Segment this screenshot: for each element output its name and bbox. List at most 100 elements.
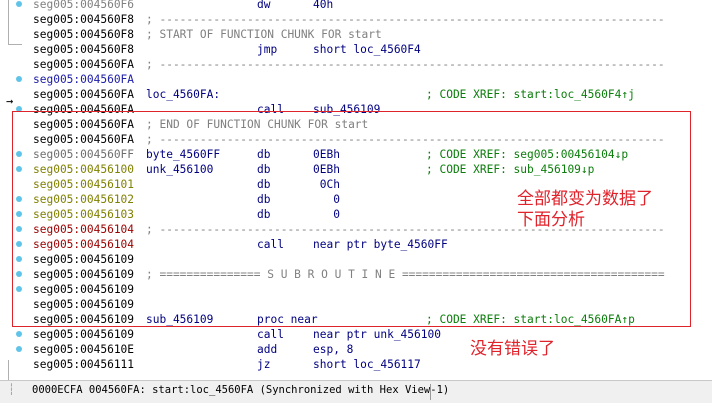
instruction-operands[interactable]: 40h	[313, 0, 334, 11]
instruction-mnemonic[interactable]: db	[257, 148, 271, 161]
line-address[interactable]: seg005:00456104	[33, 238, 135, 251]
breakpoint-dot-icon[interactable]	[16, 331, 22, 337]
instruction-mnemonic[interactable]: call	[257, 238, 284, 251]
breakpoint-dot-icon[interactable]	[16, 166, 22, 172]
instruction-mnemonic[interactable]: jz	[257, 358, 271, 371]
line-address[interactable]: seg005:00456102	[33, 193, 135, 206]
instruction-operands[interactable]: 0	[313, 193, 340, 206]
instruction-mnemonic[interactable]: db	[257, 163, 271, 176]
instruction-mnemonic[interactable]: jmp	[257, 43, 278, 56]
listing-line[interactable]: seg005:00456100 unk_456100 db 0EBh ; CODE XR…	[0, 162, 712, 177]
line-address[interactable]: seg005:004560FA	[33, 133, 135, 146]
listing-line[interactable]: seg005:004560F6 dw 40h	[0, 0, 712, 12]
line-address[interactable]: seg005:004560F6	[33, 0, 135, 11]
instruction-mnemonic[interactable]: dw	[257, 0, 271, 11]
line-address[interactable]: seg005:00456109	[33, 253, 135, 266]
breakpoint-dot-icon[interactable]	[16, 271, 22, 277]
listing-line[interactable]: seg005:00456109 sub_456109 proc near ; CODE…	[0, 312, 712, 327]
code-label[interactable]: loc_4560FA:	[146, 88, 221, 101]
listing-line[interactable]: seg005:00456101 db 0Ch	[0, 177, 712, 192]
separator-comment: ; --------------------------------------…	[146, 133, 665, 146]
listing-line[interactable]: seg005:0045610E add esp, 8	[0, 342, 712, 357]
instruction-operands[interactable]: 0EBh	[313, 163, 340, 176]
line-address[interactable]: seg005:00456104	[33, 223, 135, 236]
listing-line[interactable]: seg005:00456111 jz short loc_456117	[0, 357, 712, 372]
instruction-mnemonic[interactable]: add	[257, 343, 278, 356]
breakpoint-dot-icon[interactable]	[16, 196, 22, 202]
listing-line[interactable]: seg005:004560FA ; -----------------------…	[0, 132, 712, 147]
listing-gutter[interactable]: →	[0, 0, 30, 380]
listing-line[interactable]: seg005:004560FA call sub_456109	[0, 102, 712, 117]
line-address[interactable]: seg005:004560FF	[33, 148, 135, 161]
line-address[interactable]: seg005:00456100	[33, 163, 135, 176]
breakpoint-dot-icon[interactable]	[16, 211, 22, 217]
xref-comment[interactable]: ; CODE XREF: seg005:00456104↓p	[426, 148, 629, 161]
line-address[interactable]: seg005:00456111	[33, 358, 135, 371]
instruction-operands[interactable]: 0Ch	[313, 178, 340, 191]
breakpoint-dot-icon[interactable]	[16, 241, 22, 247]
line-address[interactable]: seg005:004560FA	[33, 58, 135, 71]
listing-line[interactable]: seg005:00456104; -----------------------…	[0, 222, 712, 237]
instruction-operands[interactable]: esp, 8	[313, 343, 354, 356]
listing-line[interactable]: seg005:00456102 db 0	[0, 192, 712, 207]
listing-line[interactable]: seg005:004560FF byte_4560FF db 0EBh ; CODE X…	[0, 147, 712, 162]
listing-line[interactable]: seg005:004560FA loc_4560FA: ; CODE XREF: s…	[0, 87, 712, 102]
code-label[interactable]: unk_456100	[146, 163, 214, 176]
line-address[interactable]: seg005:00456103	[33, 208, 135, 221]
line-address[interactable]: seg005:0045610E	[33, 343, 135, 356]
line-address[interactable]: seg005:00456109	[33, 328, 135, 341]
listing-line[interactable]: seg005:004560FA	[0, 72, 712, 87]
instruction-mnemonic[interactable]: proc near	[257, 313, 318, 326]
listing-line[interactable]: seg005:004560FA; -----------------------…	[0, 57, 712, 72]
line-address[interactable]: seg005:00456109	[33, 298, 135, 311]
line-address[interactable]: seg005:004560F8	[33, 28, 135, 41]
instruction-mnemonic[interactable]: db	[257, 208, 271, 221]
code-label[interactable]: sub_456109	[146, 313, 214, 326]
line-address[interactable]: seg005:00456109	[33, 268, 135, 281]
instruction-operands[interactable]: 0	[313, 208, 340, 221]
breakpoint-dot-icon[interactable]	[16, 106, 22, 112]
line-address[interactable]: seg005:004560F8	[33, 13, 135, 26]
listing-line[interactable]: seg005:004560F8; START OF FUNCTION CHUNK…	[0, 27, 712, 42]
instruction-operands[interactable]: sub_456109	[313, 103, 381, 116]
listing-line[interactable]: seg005:00456109; =============== S U B R…	[0, 267, 712, 282]
listing-line[interactable]: seg005:004560F8 jmp short loc_4560F4	[0, 42, 712, 57]
code-label[interactable]: byte_4560FF	[146, 148, 221, 161]
instruction-mnemonic[interactable]: db	[257, 178, 271, 191]
listing-line[interactable]: seg005:004560FA; END OF FUNCTION CHUNK F…	[0, 117, 712, 132]
xref-comment[interactable]: ; CODE XREF: start:loc_4560F4↑j	[426, 88, 635, 101]
breakpoint-dot-icon[interactable]	[16, 256, 22, 262]
instruction-operands[interactable]: near ptr byte_4560FF	[313, 238, 448, 251]
line-address[interactable]: seg005:004560FA	[33, 118, 135, 131]
line-address[interactable]: seg005:004560FA	[33, 73, 135, 86]
line-address[interactable]: seg005:004560FA	[33, 88, 135, 101]
line-address[interactable]: seg005:00456101	[33, 178, 135, 191]
instruction-operands[interactable]: short loc_456117	[313, 358, 421, 371]
breakpoint-dot-icon[interactable]	[16, 151, 22, 157]
breakpoint-dot-icon[interactable]	[16, 286, 22, 292]
instruction-mnemonic[interactable]: call	[257, 328, 284, 341]
listing-line[interactable]: seg005:00456109 call near ptr unk_456100	[0, 327, 712, 342]
line-address[interactable]: seg005:00456109	[33, 283, 135, 296]
breakpoint-dot-icon[interactable]	[16, 226, 22, 232]
listing-line[interactable]: seg005:00456103 db 0	[0, 207, 712, 222]
breakpoint-dot-icon[interactable]	[16, 76, 22, 82]
listing-line[interactable]: seg005:00456109	[0, 297, 712, 312]
line-address[interactable]: seg005:00456109	[33, 313, 135, 326]
listing-line[interactable]: seg005:00456109	[0, 282, 712, 297]
instruction-mnemonic[interactable]: call	[257, 103, 284, 116]
instruction-operands[interactable]: 0EBh	[313, 148, 340, 161]
xref-comment[interactable]: ; CODE XREF: sub_456109↓p	[426, 163, 595, 176]
instruction-operands[interactable]: near ptr unk_456100	[313, 328, 441, 341]
breakpoint-dot-icon[interactable]	[16, 1, 22, 7]
listing-line[interactable]: seg005:004560F8; -----------------------…	[0, 12, 712, 27]
listing-line[interactable]: seg005:00456109	[0, 252, 712, 267]
xref-comment[interactable]: ; CODE XREF: start:loc_4560FA↑p	[426, 313, 635, 326]
line-address[interactable]: seg005:004560FA	[33, 103, 135, 116]
listing-line[interactable]: seg005:00456104 call near ptr byte_4560FF	[0, 237, 712, 252]
breakpoint-dot-icon[interactable]	[16, 346, 22, 352]
line-address[interactable]: seg005:004560F8	[33, 43, 135, 56]
instruction-operands[interactable]: short loc_4560F4	[313, 43, 421, 56]
instruction-mnemonic[interactable]: db	[257, 193, 271, 206]
